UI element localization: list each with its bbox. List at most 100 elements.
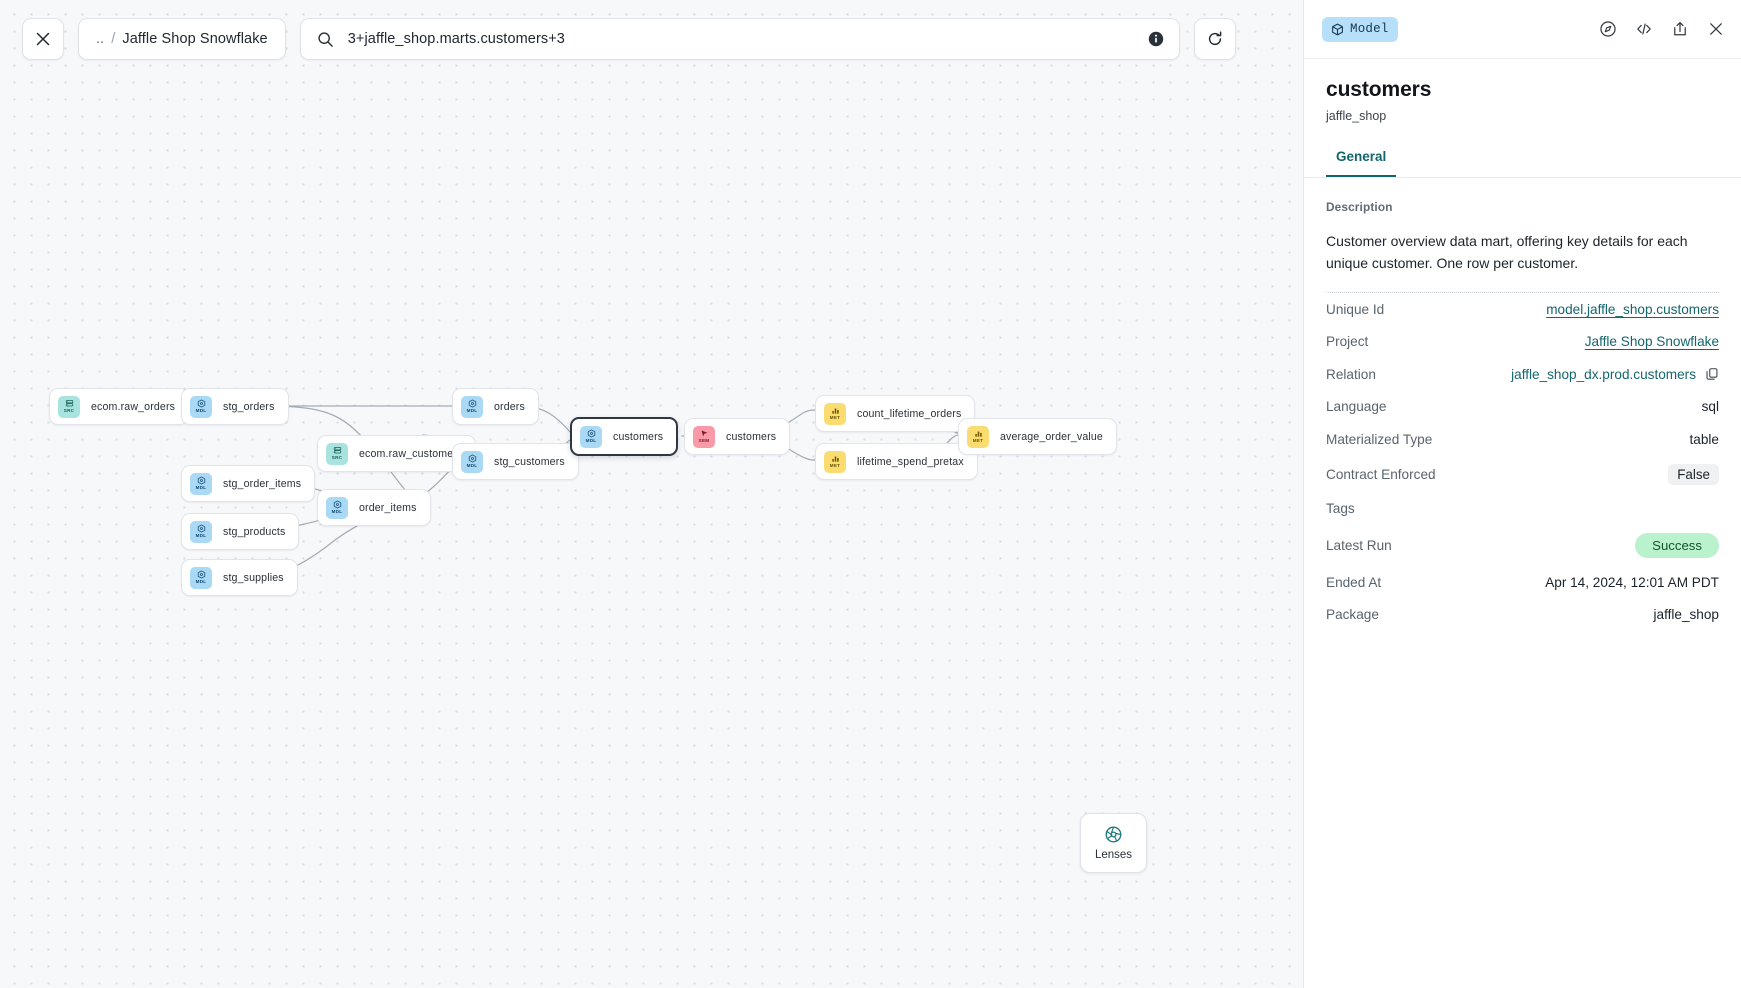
- detail-row: Project Jaffle Shop Snowflake: [1326, 326, 1719, 359]
- detail-row: Unique Id model.jaffle_shop.customers: [1326, 293, 1719, 326]
- met-badge-icon: MET: [824, 450, 846, 473]
- panel-header: customers jaffle_shop: [1304, 59, 1741, 123]
- lineage-node-orders[interactable]: MDL orders: [452, 388, 539, 425]
- lenses-button[interactable]: Lenses: [1080, 813, 1147, 873]
- detail-row-key: Package: [1326, 607, 1379, 623]
- detail-row-value-group: jaffle_shop_dx.prod.customers: [1511, 367, 1719, 382]
- refresh-button[interactable]: [1193, 18, 1236, 60]
- breadcrumb[interactable]: .. / Jaffle Shop Snowflake: [78, 18, 286, 60]
- mdl-badge-icon: MDL: [461, 395, 483, 418]
- detail-row: Contract Enforced False: [1326, 456, 1719, 493]
- lineage-node-stg-orders[interactable]: MDL stg_orders: [181, 388, 289, 425]
- lineage-node-customers-semantic[interactable]: SEM customers: [684, 418, 791, 455]
- info-icon[interactable]: [1147, 30, 1165, 48]
- lineage-node-label: customers: [726, 430, 777, 443]
- panel-toolbar: Model: [1304, 0, 1741, 59]
- detail-row: Materialized Type table: [1326, 423, 1719, 456]
- code-icon[interactable]: [1635, 20, 1653, 38]
- lineage-node-lifetime-spend-pretax[interactable]: MET lifetime_spend_pretax: [815, 443, 978, 480]
- detail-row-value: Apr 14, 2024, 12:01 AM PDT: [1545, 574, 1719, 590]
- breadcrumb-dots: ..: [96, 31, 105, 47]
- close-icon: [36, 32, 50, 46]
- lineage-node-label: ecom.raw_orders: [91, 400, 176, 413]
- lineage-node-label: stg_orders: [223, 400, 275, 413]
- panel-tabs: General: [1304, 149, 1741, 178]
- mdl-badge-icon: MDL: [190, 566, 212, 589]
- lineage-node-label: orders: [494, 400, 525, 413]
- share-icon[interactable]: [1671, 20, 1689, 38]
- detail-row-key: Ended At: [1326, 574, 1382, 590]
- explore-icon[interactable]: [1599, 20, 1617, 38]
- refresh-icon: [1208, 31, 1222, 46]
- details-panel: Model: [1303, 0, 1741, 988]
- lineage-node-customers-model[interactable]: MDL customers: [570, 417, 679, 456]
- close-panel-icon[interactable]: [1707, 20, 1725, 38]
- detail-row-value[interactable]: jaffle_shop_dx.prod.customers: [1511, 366, 1696, 382]
- description-text: Customer overview data mart, offering ke…: [1326, 230, 1719, 294]
- canvas-toolbar: .. / Jaffle Shop Snowflake: [0, 0, 1303, 78]
- mdl-badge-icon: MDL: [326, 496, 348, 519]
- lineage-node-label: count_lifetime_orders: [857, 407, 962, 420]
- lineage-node-label: stg_supplies: [223, 571, 284, 584]
- mdl-badge-icon: MDL: [580, 425, 602, 448]
- detail-row-value: table: [1689, 431, 1719, 447]
- lineage-node-label: order_items: [359, 501, 417, 514]
- detail-row: Ended At Apr 14, 2024, 12:01 AM PDT: [1326, 566, 1719, 599]
- mdl-badge-icon: MDL: [190, 395, 212, 418]
- lineage-node-stg-supplies[interactable]: MDL stg_supplies: [181, 559, 298, 596]
- src-badge-icon: SRC: [58, 395, 80, 418]
- sem-badge-icon: SEM: [693, 425, 715, 448]
- detail-row-key: Unique Id: [1326, 301, 1385, 317]
- mdl-badge-icon: MDL: [190, 472, 212, 495]
- close-graph-button[interactable]: [22, 18, 64, 60]
- lineage-node-label: ecom.raw_customers: [359, 447, 463, 460]
- lineage-node-label: lifetime_spend_pretax: [857, 455, 964, 468]
- lineage-node-label: stg_products: [223, 525, 286, 538]
- lineage-node-label: customers: [613, 430, 664, 443]
- panel-actions: [1599, 20, 1725, 38]
- search-input[interactable]: [347, 31, 1147, 47]
- detail-row-key: Latest Run: [1326, 538, 1392, 554]
- src-badge-icon: SRC: [326, 442, 348, 465]
- lineage-node-stg-order-items[interactable]: MDL stg_order_items: [181, 465, 316, 502]
- panel-body: customers jaffle_shop General Descriptio…: [1304, 59, 1741, 988]
- detail-row-value[interactable]: Jaffle Shop Snowflake: [1584, 334, 1719, 350]
- copy-icon[interactable]: [1705, 367, 1719, 381]
- detail-row-value: False: [1668, 463, 1719, 485]
- detail-row-value: sql: [1701, 399, 1719, 415]
- detail-row: Tags: [1326, 493, 1719, 526]
- met-badge-icon: MET: [824, 402, 846, 425]
- detail-row-value: jaffle_shop: [1653, 607, 1719, 623]
- detail-row-key: Relation: [1326, 366, 1376, 382]
- detail-row-key: Contract Enforced: [1326, 466, 1436, 482]
- cube-icon: [1332, 23, 1343, 35]
- lineage-node-label: stg_order_items: [223, 477, 302, 490]
- lineage-node-label: stg_customers: [494, 455, 565, 468]
- lenses-label: Lenses: [1094, 849, 1133, 861]
- resource-type-label: Model: [1350, 22, 1389, 36]
- lens-globe-icon: [1105, 826, 1122, 843]
- resource-type-chip[interactable]: Model: [1322, 16, 1398, 42]
- met-badge-icon: MET: [967, 425, 989, 448]
- page-title: customers: [1326, 78, 1432, 101]
- detail-row: Latest Run Success: [1326, 525, 1719, 566]
- lineage-node-stg-customers[interactable]: MDL stg_customers: [452, 443, 579, 480]
- detail-row-value[interactable]: model.jaffle_shop.customers: [1546, 301, 1719, 317]
- lineage-node-count-lifetime-orders[interactable]: MET count_lifetime_orders: [815, 395, 976, 432]
- detail-row-key: Materialized Type: [1326, 431, 1433, 447]
- mdl-badge-icon: MDL: [461, 450, 483, 473]
- detail-row: Relation jaffle_shop_dx.prod.customers: [1326, 358, 1719, 391]
- status-badge: Success: [1635, 533, 1719, 559]
- description-label: Description: [1326, 200, 1393, 214]
- breadcrumb-project: Jaffle Shop Snowflake: [122, 31, 268, 47]
- lineage-node-order-items[interactable]: MDL order_items: [317, 489, 431, 526]
- detail-row-key: Project: [1326, 334, 1369, 350]
- tab-general[interactable]: General: [1326, 149, 1397, 177]
- lineage-search[interactable]: [299, 18, 1180, 60]
- lineage-node-ecom-raw-orders[interactable]: SRC ecom.raw_orders: [49, 388, 190, 425]
